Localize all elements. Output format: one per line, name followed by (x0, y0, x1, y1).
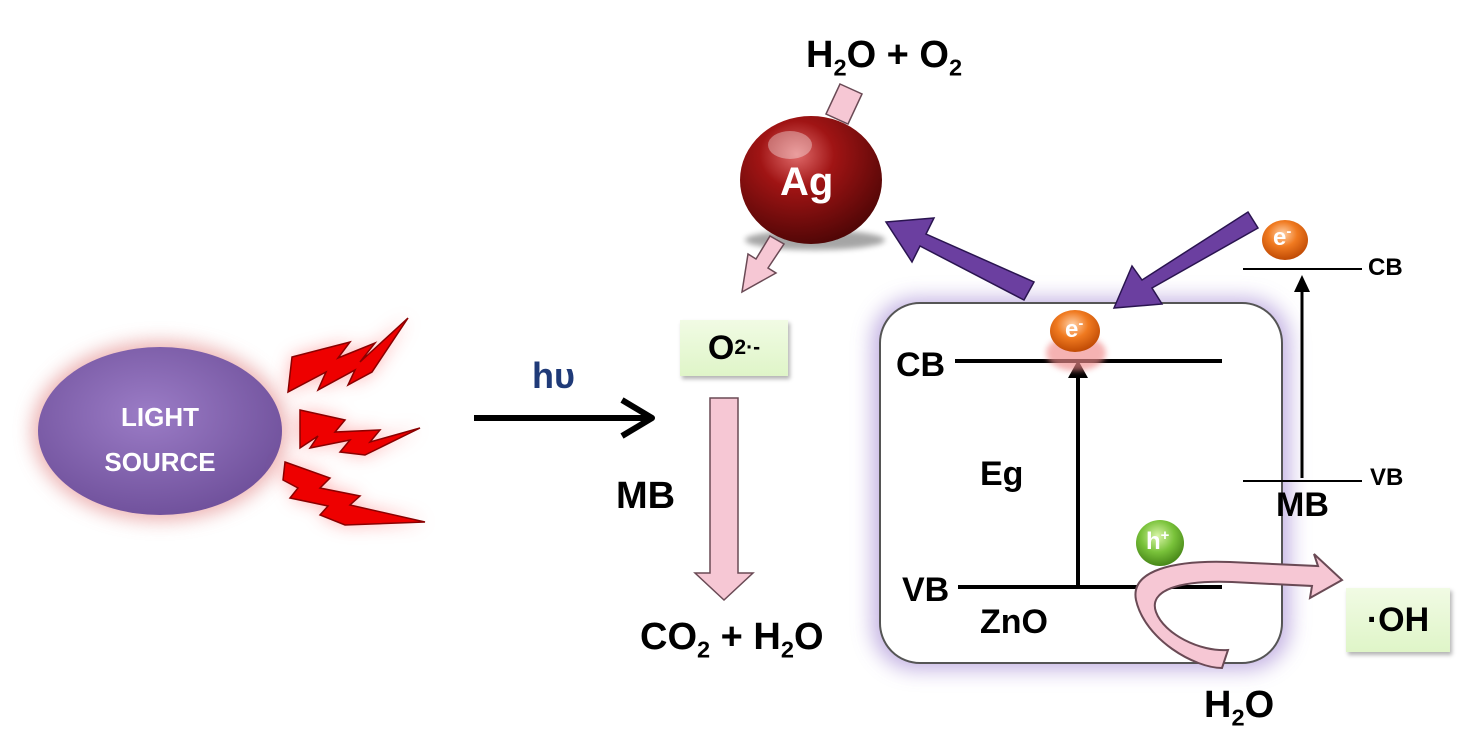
silver-label: Ag (780, 160, 834, 204)
mb-cb-label: CB (1368, 254, 1403, 281)
mb-bands (1243, 268, 1362, 482)
electron-zno (1046, 310, 1106, 371)
light-rays (282, 317, 426, 526)
water-label: H2O (1204, 684, 1275, 731)
lightning-bolt-2 (299, 409, 421, 456)
reactants-label: H2O + O2 (806, 34, 963, 81)
mb-left-label: MB (616, 475, 676, 517)
purple-arrows (884, 210, 1260, 309)
purple-arrow-to-zno (1112, 210, 1260, 309)
zno-hole-label: h+ (1146, 528, 1170, 555)
mb-electron-label: e- (1273, 224, 1292, 251)
zno-vb-label: VB (902, 571, 950, 609)
mb-vb-label: VB (1370, 464, 1404, 491)
light-source-label: LIGHT SOURCE (104, 402, 216, 477)
pink-arrow-to-superoxide (741, 234, 786, 294)
zno-cb-label: CB (896, 346, 946, 384)
pink-curved-arrow (1134, 553, 1344, 670)
zno-gap-label: Eg (980, 455, 1024, 493)
products-label: CO2 + H2O (640, 616, 824, 663)
pink-arrow-degradation (693, 397, 755, 602)
photon-arrow (474, 397, 655, 439)
zno-name-label: ZnO (980, 603, 1048, 641)
photon-label: hυ (532, 355, 575, 396)
lightning-bolt-3 (282, 460, 426, 526)
purple-arrow-to-ag (884, 217, 1036, 302)
mb-band-name-label: MB (1276, 486, 1329, 524)
light-source (32, 341, 288, 521)
hydroxyl-box: ·OH (1346, 588, 1450, 652)
zno-bands (955, 359, 1222, 589)
pink-arrow-to-ag (825, 83, 863, 125)
lightning-bolt-1 (287, 317, 409, 394)
zno-electron-label: e- (1065, 316, 1084, 343)
hole-zno (1136, 520, 1184, 566)
electron-mb (1262, 220, 1308, 260)
